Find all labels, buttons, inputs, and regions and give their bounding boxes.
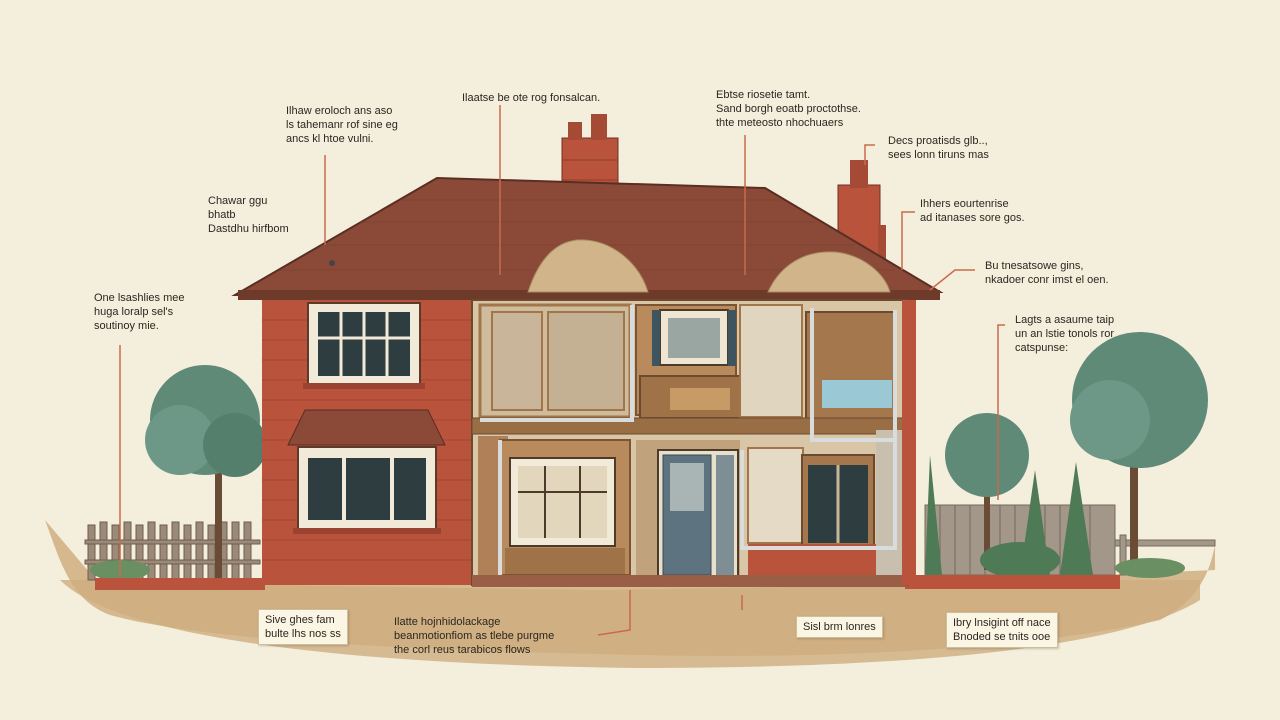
annotation-top-center: Ilaatse be ote rog fonsalcan. [462,92,601,104]
annotation-right-lower: Lagts a asaume taip un an lstie tonols r… [1015,314,1115,354]
bay-window [287,409,446,534]
annotation-top-left-1: Ilhaw eroloch ans aso ls tahemanr rof si… [286,105,398,145]
tag-bottom-right: Ibry lnsigint off nace Bnoded se tnits o… [946,612,1058,648]
annotation-left-mid: Chawar ggu bhatb Dastdhu hirfbom [208,195,289,235]
garden-wall-right [905,575,1120,589]
tag-bottom-center: Ilatte hojnhidolackage beanmotionfiom as… [394,616,555,656]
right-large-tree [1070,332,1208,575]
shrubs [90,455,1185,580]
right-small-tree [945,413,1029,570]
right-wall-edge [902,300,916,585]
left-fence [84,521,261,581]
garden-wall [95,578,265,590]
roof-vent [329,260,335,266]
cutaway-interior [471,299,908,587]
leader-lines [119,105,1005,636]
annotation-top-right-1: Ebtse riosetie tamt. Sand borgh eoatb pr… [716,89,861,129]
upper-left-window [303,302,425,389]
left-tree [145,365,267,580]
loft-insulation [527,239,891,293]
annotation-right-low: Bu tnesatsowe gins, nkadoer conr imst el… [985,260,1109,286]
annotation-top-right-2: Decs proatisds glb.., sees lonn tiruns m… [888,135,989,161]
tag-bottom-left: Sive ghes fam bulte lhs nos ss [258,609,348,645]
annotation-left-low: One lsashlies mee huga loralp sel's sout… [94,292,185,332]
annotation-right-mid: Ihhers eourtenrise ad itanases sore gos. [920,198,1025,224]
tag-bottom-right-small: Sisl brm lonres [796,616,883,638]
